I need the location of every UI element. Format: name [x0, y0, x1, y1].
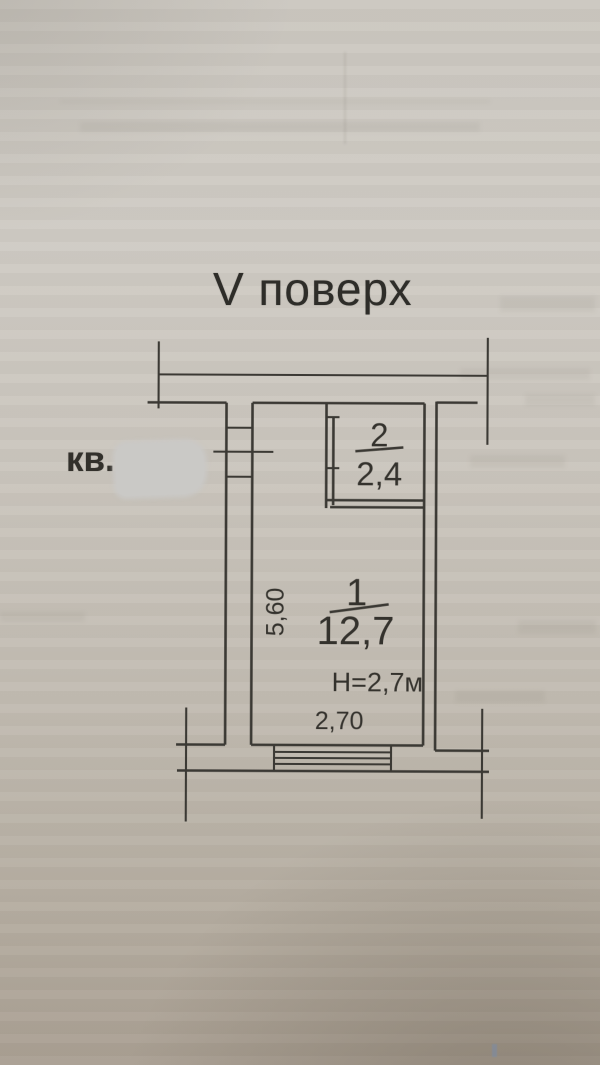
- room-1-fraction-line: [329, 603, 389, 614]
- paper-bleed-artifact: [455, 690, 545, 703]
- apartment-number-label: кв.: [66, 440, 115, 479]
- paper-bleed-artifact: [80, 122, 480, 132]
- paper-bleed-artifact: [525, 394, 595, 406]
- room-1-area: 12,7: [317, 609, 395, 653]
- paper-bleed-artifact: [344, 52, 346, 144]
- dimension-lines: [157, 337, 489, 822]
- window-symbol-bottom: [272, 744, 393, 772]
- room-2-number: 2: [370, 416, 389, 453]
- room-1-number: 1: [346, 572, 367, 614]
- room-2-fraction-line: [355, 446, 404, 453]
- paper-bleed-artifact: [500, 296, 595, 312]
- paper-bleed-artifact: [60, 100, 490, 103]
- window-symbol-left: [213, 426, 274, 478]
- paper-bleed-artifact: [470, 455, 565, 468]
- paper-bleed-artifact: [518, 620, 596, 634]
- width-dimension-label: 2,70: [315, 707, 364, 735]
- room-2-area: 2,4: [356, 455, 402, 492]
- paper-mark-artifact: [492, 1044, 497, 1057]
- walls: [147, 401, 490, 753]
- floor-title: V поверх: [213, 263, 413, 315]
- paper-bleed-artifact: [460, 368, 590, 380]
- ceiling-height-label: Н=2,7м: [332, 667, 424, 697]
- paper-bleed-artifact: [0, 612, 85, 622]
- depth-dimension-label: 5,60: [262, 587, 290, 636]
